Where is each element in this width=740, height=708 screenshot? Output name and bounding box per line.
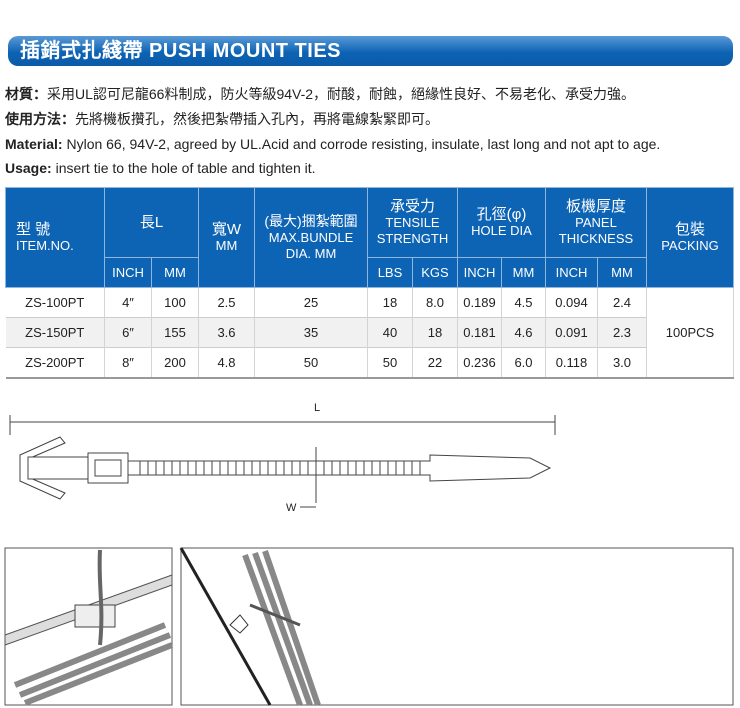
table-cell: 4.8 [198,347,255,378]
material-cn: 材質：采用UL認可尼龍66料制成，防火等級94V-2，耐酸，耐蝕，絕緣性良好、不… [5,86,636,102]
table-cell: 6.0 [501,347,546,378]
table-cell: 8.0 [412,287,458,318]
table-cell: 0.236 [457,347,502,378]
usage-cn: 使用方法：先將機板攢孔，然後把紮帶插入孔內，再將電線紮緊即可。 [5,111,439,127]
table-cell: 2.3 [597,317,647,348]
table-cell: 3.0 [597,347,647,378]
table-cell: 8″ [104,347,152,378]
usage-en: Usage: insert tie to the hole of table a… [5,160,316,176]
table-cell: 18 [412,317,458,348]
table-cell: 4.5 [501,287,546,318]
table-cell: 0.091 [545,317,598,348]
table-cell: 25 [254,287,368,318]
sub-header: INCH [457,257,502,288]
installation-illustrations [4,547,734,707]
table-cell: 22 [412,347,458,378]
tie-diagram: L W [9,402,556,514]
tie-lock [87,452,129,484]
length-label: L [314,402,320,414]
table-cell: 0.118 [545,347,598,378]
material-en: Material: Nylon 66, 94V-2, agreed by UL.… [5,136,661,152]
table-cell: 2.4 [597,287,647,318]
sub-header: MM [151,257,199,288]
tie-illustration [74,604,116,628]
table-cell: 35 [254,317,368,348]
sub-header: INCH [545,257,598,288]
table-cell: 3.6 [198,317,255,348]
width-label: W [286,502,297,514]
table-cell: ZS-150PT [5,317,105,348]
header-length: 長L [104,187,199,258]
table-cell: 6″ [104,317,152,348]
sub-header: LBS [367,257,413,288]
table-cell: 50 [254,347,368,378]
table-cell: 155 [151,317,199,348]
sub-header: MM [597,257,647,288]
table-cell: ZS-100PT [5,287,105,318]
sub-header: KGS [412,257,458,288]
packing-cell: 100PCS [646,287,734,378]
table-cell: 18 [367,287,413,318]
table-cell: 50 [367,347,413,378]
tie-strap [127,454,552,482]
table-cell: ZS-200PT [5,347,105,378]
table-cell: 0.189 [457,287,502,318]
header-hole: 孔徑(φ)HOLE DIA [457,187,546,258]
table-cell: 4″ [104,287,152,318]
table-cell: 200 [151,347,199,378]
table-cell: 100 [151,287,199,318]
table-cell: 4.6 [501,317,546,348]
sub-header: INCH [104,257,152,288]
table-cell: 2.5 [198,287,255,318]
page-title: 插銷式扎綫帶 PUSH MOUNT TIES [8,36,733,66]
table-cell: 0.181 [457,317,502,348]
table-cell: 40 [367,317,413,348]
table-cell: 0.094 [545,287,598,318]
sub-header: MM [501,257,546,288]
